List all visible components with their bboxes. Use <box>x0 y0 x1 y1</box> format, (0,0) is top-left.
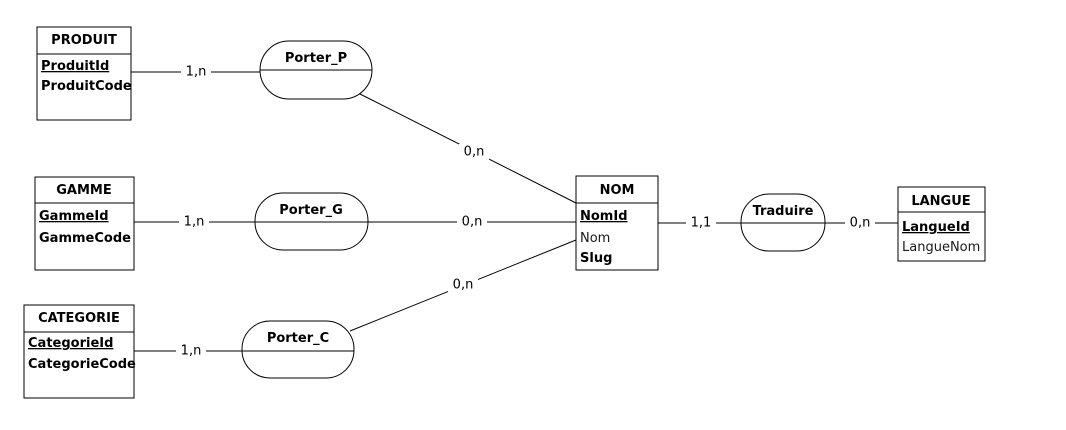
entity-produit: PRODUIT ProduitId ProduitCode <box>36 26 132 121</box>
cardinality-text: 1,n <box>186 65 207 80</box>
cardinality-text: 0,n <box>462 215 483 230</box>
association-title: Porter_P <box>285 51 347 66</box>
entity-attribute-key: NomId <box>580 209 628 224</box>
association-traduire: Traduire <box>740 193 826 252</box>
cardinality-produit-porter-p: 1,n <box>181 64 211 80</box>
entity-attribute-key: LangueId <box>902 220 970 235</box>
cardinality-porter-c-nom: 0,n <box>448 277 478 293</box>
cardinality-gamme-porter-g: 1,n <box>179 214 209 230</box>
cardinality-labels: 1,n 0,n 1,n 0,n 1,n 0,n 1,1 0,n <box>176 64 875 359</box>
entity-attribute: Slug <box>580 251 612 266</box>
cardinality-text: 1,n <box>184 215 205 230</box>
entity-attribute-key: ProduitId <box>41 59 109 74</box>
entity-nom: NOM NomId Nom Slug <box>575 175 659 271</box>
cardinality-text: 1,1 <box>691 216 712 231</box>
cardinality-porter-p-nom: 0,n <box>459 144 489 160</box>
cardinality-text: 0,n <box>850 216 871 231</box>
entity-title: LANGUE <box>911 194 970 209</box>
entity-title: CATEGORIE <box>38 311 120 326</box>
entity-langue: LANGUE LangueId LangueNom <box>897 186 986 262</box>
entity-attribute-key: GammeId <box>39 209 109 224</box>
association-title: Porter_C <box>267 331 329 346</box>
entity-categorie: CATEGORIE CategorieId CategorieCode <box>23 304 136 399</box>
entity-title: NOM <box>600 183 635 198</box>
cardinality-nom-traduire: 1,1 <box>686 215 716 231</box>
entity-attribute: CategorieCode <box>28 357 136 372</box>
entity-attribute: Nom <box>580 231 610 246</box>
cardinality-porter-g-nom: 0,n <box>457 214 487 230</box>
entity-attribute: LangueNom <box>902 240 980 255</box>
cardinality-text: 0,n <box>453 278 474 293</box>
entity-gamme: GAMME GammeId GammeCode <box>34 176 135 271</box>
cardinality-text: 0,n <box>464 145 485 160</box>
association-title: Traduire <box>753 204 814 219</box>
entity-title: GAMME <box>56 183 112 198</box>
association-title: Porter_G <box>279 203 342 218</box>
cardinality-text: 1,n <box>181 344 202 359</box>
entity-attribute: ProduitCode <box>41 79 132 94</box>
cardinality-categorie-porter-c: 1,n <box>176 343 206 359</box>
association-porter-g: Porter_G <box>254 192 369 251</box>
cardinality-traduire-langue: 0,n <box>845 215 875 231</box>
entity-attribute-key: CategorieId <box>28 336 113 351</box>
entity-title: PRODUIT <box>51 33 117 48</box>
entity-attribute: GammeCode <box>39 231 131 246</box>
association-porter-p: Porter_P <box>259 40 373 100</box>
association-porter-c: Porter_C <box>241 320 355 379</box>
